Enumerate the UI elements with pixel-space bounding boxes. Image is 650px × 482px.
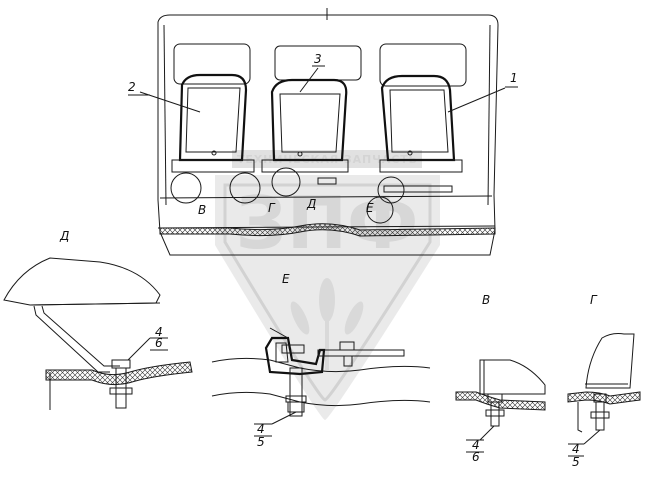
callout-v: В bbox=[198, 203, 206, 217]
seat-left bbox=[170, 73, 261, 204]
callout-1: 1 bbox=[510, 71, 518, 85]
view-d-part-bottom: 6 bbox=[155, 336, 163, 350]
watermark-text: ЗПФ bbox=[236, 181, 419, 265]
seat-right bbox=[366, 74, 463, 224]
callout-g: Г bbox=[268, 201, 276, 215]
watermark-wheat-icon bbox=[290, 278, 364, 370]
view-g-part-top: 4 bbox=[572, 442, 580, 456]
callout-2: 2 bbox=[128, 80, 136, 94]
callout-d: Д bbox=[306, 197, 316, 211]
detail-view-e bbox=[211, 327, 431, 437]
view-e-title: Е bbox=[282, 272, 290, 286]
detail-view-d bbox=[3, 257, 193, 410]
watermark-logo: ТЕХНИЧЕСКАЯ ЗАПЧАСТЬ ЗПФ bbox=[215, 150, 440, 420]
detail-view-g bbox=[567, 333, 641, 457]
view-e-part-top: 4 bbox=[257, 422, 265, 436]
seat-middle bbox=[261, 78, 349, 197]
callout-3: 3 bbox=[314, 52, 322, 66]
view-d-title: Д bbox=[59, 229, 69, 243]
view-d-part-top: 4 bbox=[155, 325, 163, 339]
cab-rear-view bbox=[157, 8, 499, 256]
view-v-title: В bbox=[482, 293, 490, 307]
view-g-title: Г bbox=[590, 293, 598, 307]
detail-view-v bbox=[455, 359, 546, 453]
callout-e: Е bbox=[366, 201, 374, 215]
view-v-part-top: 4 bbox=[472, 438, 480, 452]
view-e-part-bottom: 5 bbox=[257, 435, 265, 449]
view-g-part-bottom: 5 bbox=[572, 455, 580, 469]
view-v-part-bottom: 6 bbox=[472, 450, 480, 464]
leader-lines bbox=[128, 65, 518, 113]
